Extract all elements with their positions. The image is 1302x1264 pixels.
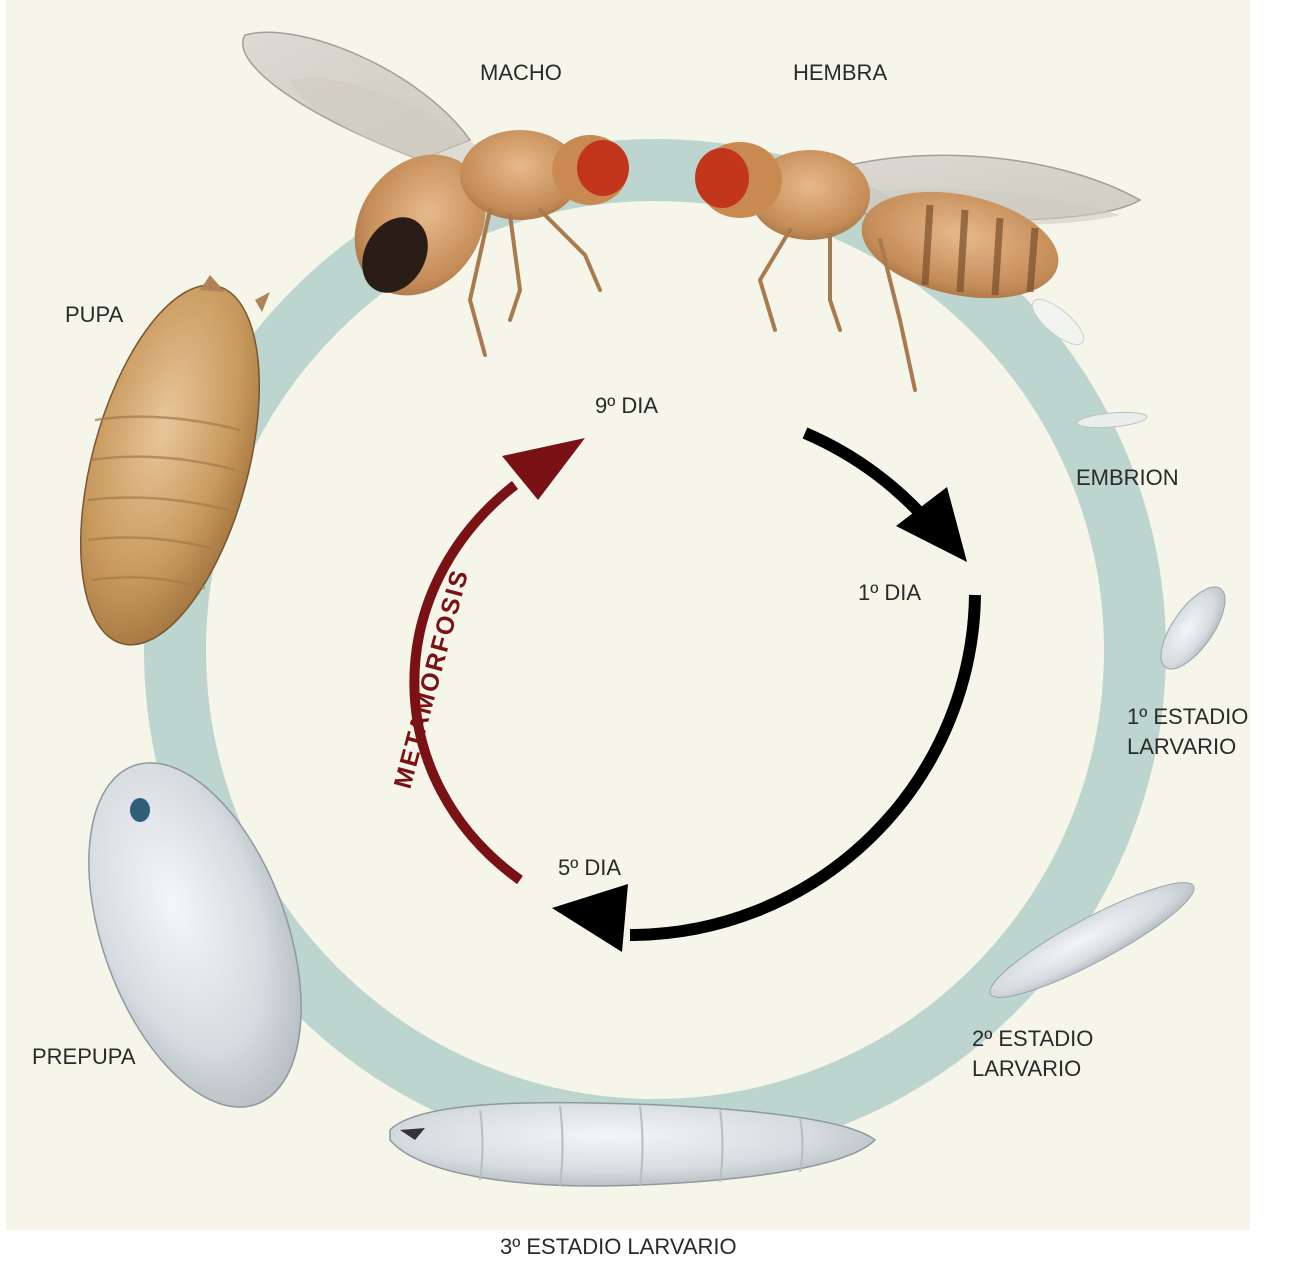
label-estadio3: 3º ESTADIO LARVARIO xyxy=(500,1234,737,1259)
label-embrion: EMBRION xyxy=(1076,465,1179,490)
label-prepupa: PREPUPA xyxy=(32,1044,136,1069)
label-day5: 5º DIA xyxy=(558,855,621,880)
label-estadio1-line1: 1º ESTADIO xyxy=(1127,704,1248,729)
label-day9: 9º DIA xyxy=(595,393,658,418)
label-estadio2-line2: LARVARIO xyxy=(972,1056,1081,1081)
label-estadio2-line1: 2º ESTADIO xyxy=(972,1026,1093,1051)
label-pupa: PUPA xyxy=(65,302,124,327)
label-estadio1-line2: LARVARIO xyxy=(1127,734,1236,759)
label-day1: 1º DIA xyxy=(858,580,921,605)
label-macho: MACHO xyxy=(480,60,562,85)
label-hembra: HEMBRA xyxy=(793,60,887,85)
